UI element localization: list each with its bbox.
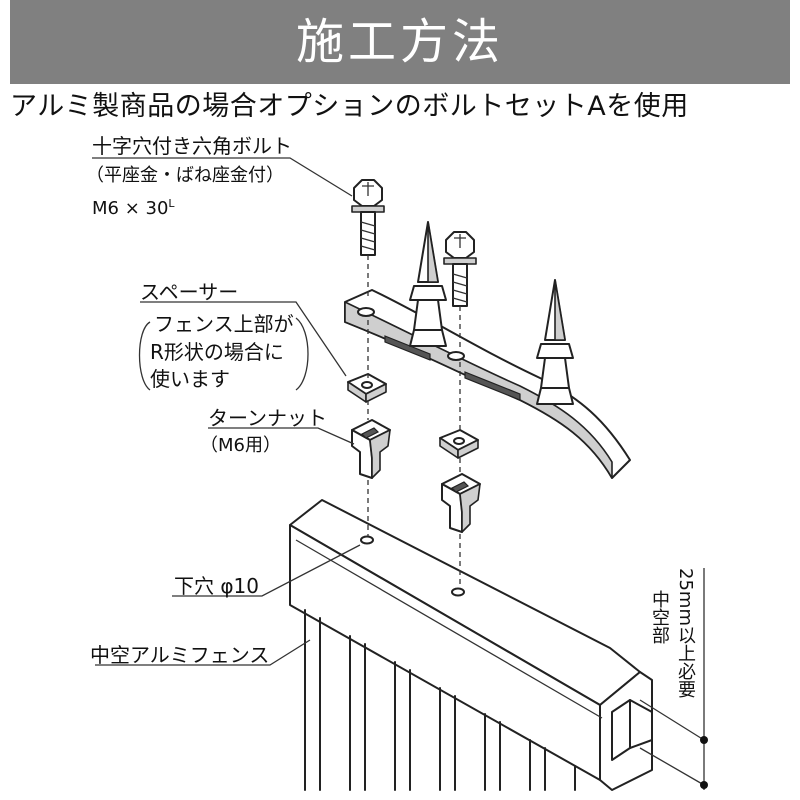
turn-nut-right	[441, 473, 481, 533]
pilot-hole-right	[451, 587, 465, 597]
decorative-rail	[344, 289, 631, 479]
page-subtitle: アルミ製商品の場合オプションのボルトセットAを使用	[10, 91, 689, 122]
finial-right	[536, 279, 574, 405]
label-spacer-note-1: フェンス上部が	[154, 312, 294, 336]
hex-bolt-left	[351, 179, 385, 256]
fence-pickets	[304, 609, 576, 791]
label-pilot-hole: 下穴 φ10	[174, 574, 259, 598]
spacer-part-2	[439, 429, 479, 459]
hollow-dimension	[639, 568, 708, 790]
pilot-hole-left	[360, 535, 374, 545]
spacer-part	[347, 373, 387, 403]
title-banner: 施工方法	[10, 0, 790, 84]
bolt-size-suffix: L	[168, 197, 175, 210]
fence-top-rail	[289, 499, 653, 791]
label-bolt-name: 十字穴付き六角ボルト	[92, 134, 292, 158]
hex-bolt-right	[443, 231, 477, 307]
label-spacer-note-2: R形状の場合に	[150, 340, 284, 364]
leader-lines	[92, 157, 361, 666]
label-hollow-requirement: 25mm以上必要	[675, 568, 696, 698]
label-bolt-size: M6 × 30L	[92, 192, 175, 221]
turn-nut-left	[351, 419, 391, 479]
label-hollow-fence: 中空アルミフェンス	[90, 643, 270, 667]
label-spacer-note-3: 使います	[150, 367, 230, 391]
label-turn-nut: ターンナット	[208, 406, 327, 430]
label-bolt-washers: （平座金・ばね座金付）	[86, 165, 284, 186]
bolt-size-value: M6 × 30	[92, 198, 169, 219]
page-title: 施工方法	[295, 14, 504, 70]
label-spacer-title: スペーサー	[140, 280, 239, 304]
label-hollow-part: 中空部	[649, 590, 670, 644]
label-turn-nut-size: （M6用）	[200, 435, 281, 456]
assembly-axis-lines	[367, 255, 461, 588]
finial-left	[409, 221, 447, 347]
